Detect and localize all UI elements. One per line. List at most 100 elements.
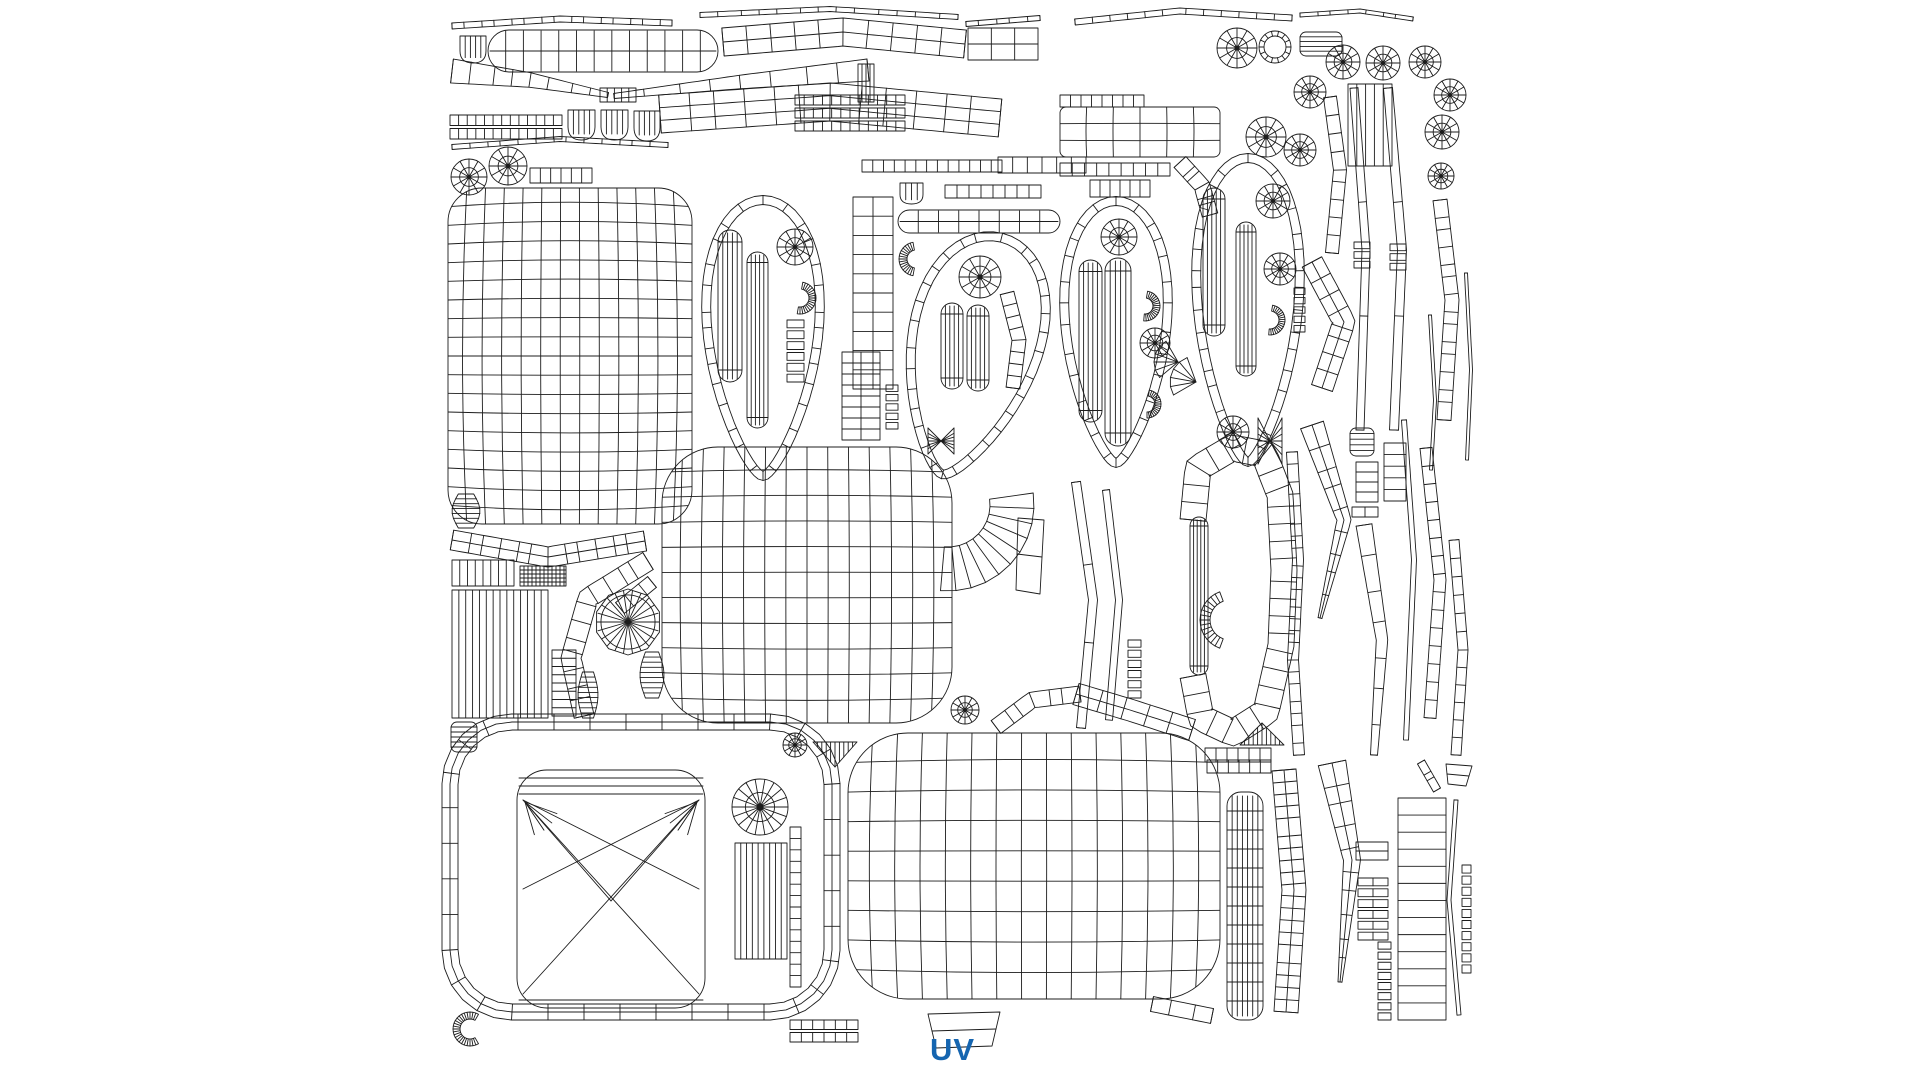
band-island bbox=[990, 685, 1082, 734]
slab-island bbox=[1226, 791, 1264, 1021]
ladder-island bbox=[997, 156, 1087, 174]
capsule-island bbox=[897, 209, 1061, 234]
cigar-island bbox=[966, 304, 990, 392]
ladder-island bbox=[1059, 94, 1145, 108]
wheelrim-island bbox=[596, 588, 660, 656]
door-seal-a bbox=[701, 195, 825, 481]
ladder-island bbox=[1351, 506, 1379, 518]
fan-island bbox=[450, 158, 488, 196]
ladder-island bbox=[1206, 759, 1272, 774]
tbar-island bbox=[1397, 797, 1447, 1021]
fan-island bbox=[1139, 327, 1171, 359]
sunroof-glass bbox=[516, 769, 706, 1009]
tent-island bbox=[1239, 722, 1285, 746]
tbar-island bbox=[841, 351, 881, 441]
vstripes-island bbox=[451, 559, 515, 587]
poly-island bbox=[1445, 763, 1473, 787]
band-island bbox=[1428, 314, 1437, 471]
hstripes-island bbox=[1349, 427, 1375, 457]
ladder-island bbox=[794, 94, 906, 132]
fan-island bbox=[1255, 183, 1291, 219]
band-island bbox=[1323, 95, 1347, 255]
bowtie-island bbox=[1257, 417, 1283, 465]
tbar-island bbox=[551, 649, 577, 717]
bumper-band bbox=[658, 82, 1003, 138]
ladder-island bbox=[1357, 877, 1389, 941]
band-island bbox=[999, 290, 1027, 390]
tbar-island bbox=[852, 196, 894, 390]
band-island bbox=[1432, 198, 1460, 421]
grid-island bbox=[1059, 106, 1221, 158]
tbar-island bbox=[967, 27, 1039, 61]
band-island bbox=[449, 529, 648, 568]
band-island bbox=[1271, 768, 1307, 1014]
fan-island bbox=[488, 146, 528, 186]
wedgefan-island bbox=[1169, 357, 1197, 396]
band-island bbox=[1102, 489, 1123, 721]
shield-island bbox=[633, 110, 661, 142]
ring-island bbox=[1258, 30, 1292, 64]
ladder-island bbox=[1127, 639, 1142, 699]
cigar-island bbox=[1189, 516, 1209, 676]
band-island bbox=[1072, 683, 1196, 741]
vstripes-island bbox=[1347, 83, 1393, 167]
band-island bbox=[1401, 419, 1417, 741]
tree-island bbox=[577, 671, 599, 719]
ladder-island bbox=[599, 87, 637, 103]
poly-island bbox=[927, 1011, 1001, 1049]
band-island bbox=[1299, 8, 1414, 22]
vstripes-island bbox=[734, 842, 788, 960]
ladder-island bbox=[861, 159, 1003, 173]
band-island bbox=[613, 58, 870, 99]
ladder-island bbox=[885, 384, 899, 430]
band-island bbox=[1349, 87, 1371, 431]
band-island bbox=[1355, 523, 1389, 756]
hood-panel bbox=[847, 732, 1221, 1000]
ladder-island bbox=[1461, 864, 1472, 974]
cigar-island bbox=[1202, 187, 1226, 337]
tbar-island bbox=[1355, 841, 1389, 861]
band-island bbox=[721, 17, 967, 59]
fan-island bbox=[1427, 162, 1455, 190]
ladder-island bbox=[789, 1019, 859, 1043]
fan-island bbox=[1245, 116, 1287, 158]
band-island bbox=[1300, 420, 1352, 619]
band-island bbox=[1383, 87, 1407, 431]
band-island bbox=[450, 58, 609, 98]
band-island bbox=[1417, 759, 1441, 793]
ladder-island bbox=[529, 167, 593, 184]
cigar-island bbox=[1235, 221, 1257, 377]
fan-island bbox=[950, 695, 980, 725]
fan-island bbox=[1263, 252, 1297, 286]
door-seal-c bbox=[1059, 196, 1173, 468]
bowtie-island bbox=[927, 427, 955, 455]
carc-island bbox=[1143, 290, 1161, 322]
ladder-island bbox=[1059, 162, 1171, 177]
fan-island bbox=[1408, 45, 1442, 79]
fan-island bbox=[1424, 114, 1460, 150]
shield-island bbox=[600, 109, 629, 141]
band-island bbox=[1074, 7, 1293, 26]
poly-island bbox=[1015, 517, 1045, 595]
rocker-bar bbox=[487, 29, 719, 73]
shield-island bbox=[459, 35, 487, 64]
door-frame-ring bbox=[1179, 434, 1298, 747]
shield-island bbox=[567, 109, 596, 141]
band-island bbox=[1150, 996, 1214, 1024]
carc-island bbox=[898, 241, 915, 277]
band-island bbox=[1317, 759, 1361, 983]
ladder-island bbox=[1389, 243, 1407, 271]
vstripes-island bbox=[857, 63, 875, 103]
band-island bbox=[1071, 480, 1098, 729]
cigar-island bbox=[940, 302, 964, 390]
cigar-island bbox=[717, 229, 743, 383]
wheel-arch bbox=[940, 492, 1035, 592]
band-island bbox=[1448, 539, 1469, 756]
fan-island bbox=[1433, 78, 1467, 112]
uv-label: UV bbox=[930, 1032, 976, 1067]
fan-island bbox=[1325, 44, 1361, 80]
ladder-island bbox=[1353, 241, 1371, 269]
door-seal-b bbox=[905, 231, 1051, 480]
band-island bbox=[1446, 799, 1462, 1016]
